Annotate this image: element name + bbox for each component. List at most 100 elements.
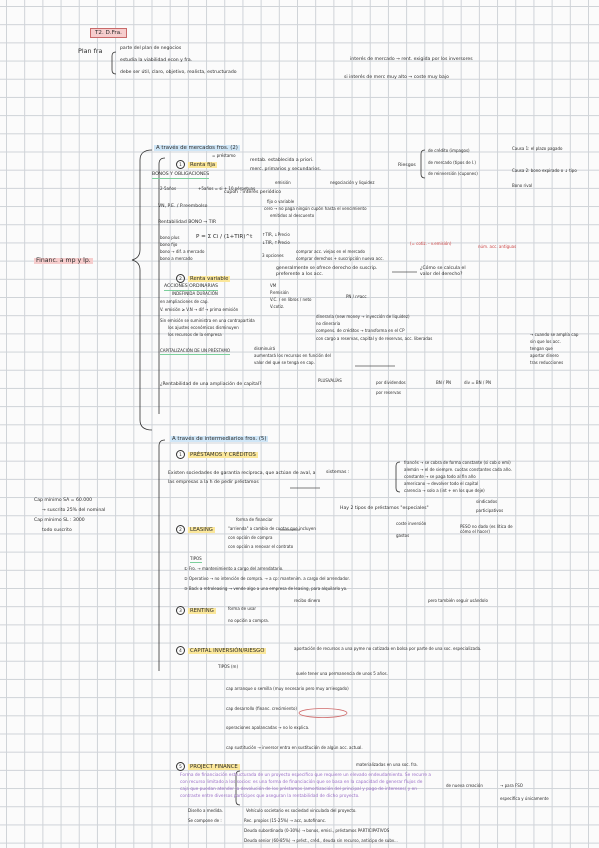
riesgo-note-3: Bono rival [512, 183, 533, 188]
sistema-constante: constante → se paga todo al fin año [404, 474, 476, 479]
sistema-aleman: alemán → el de siempre. cuotas constante… [404, 467, 512, 472]
liberadas-2: sin que los acc. [530, 339, 561, 344]
title-tag: T2. D.Fra. [90, 28, 127, 39]
acciones-ordinarias: ACCIONES ORDINARIAS [164, 284, 219, 292]
compone-1: Rec. propios (15-25%) → acc, autofinanc. [244, 818, 327, 823]
forma-usar: forma de usar [228, 606, 257, 611]
cap-suscrito-sl: todo suscrito [42, 528, 72, 533]
liberadas-1: → cuando se amplía cap [530, 332, 579, 337]
diseno-rest: Vehículo societario es sociedad vinculad… [246, 808, 357, 813]
formula-derecho: (= cotiz. - v.emisión) [410, 241, 452, 246]
bonus-1: bono plus [160, 235, 180, 240]
intermediaries-title: A través de intermediarios fros. (5) [170, 436, 269, 443]
bonos-plazo-1: 2-5años [160, 186, 177, 191]
cap-suscrito-sa: → suscrito 25% del nominal [42, 508, 106, 513]
project-finance-label: PROJECT FINANCE [188, 764, 240, 770]
tipos-especiales: Hay 2 tipos de préstamos "especiales" [340, 506, 429, 511]
liberadas-3: tengan que [530, 346, 553, 351]
recibo-dinero: recibo dinero [294, 598, 321, 603]
main-topic: Financ. a mp y lp. [34, 257, 93, 265]
right-note-1: interés de mercado → rent. exigida por l… [350, 57, 473, 62]
dineraria-1: dineraria (new money → inyección de liqu… [316, 314, 410, 319]
como-se-calcula: ¿Cómo se calcula el valor del derecho? [420, 266, 466, 278]
renta-fija-line-2: merc. primarios y secundarios. [250, 167, 322, 172]
markets-title: A través de mercados fros. (2) [154, 145, 240, 152]
especial-sindicados: sindicados [476, 499, 498, 504]
tir-formula: P = Σ Ci / (1+TIR)^t [196, 234, 253, 240]
por-reservas: por reservas [376, 390, 402, 395]
tipo-fro: ① Fro. → mantenimiento a cargo del arren… [184, 566, 284, 571]
coste-inversion: coste inversión [396, 521, 427, 526]
dineraria-3: compens. de créditos → transforma en el … [316, 328, 405, 333]
cotiz-vm: VM [270, 283, 277, 288]
vn-line: VN, P.E. / P.reembolso [158, 204, 208, 209]
leasing-item-3: con opción a renovar el contrato [228, 544, 294, 549]
plan-item-1: parte del plan de negocios [120, 46, 182, 51]
capital-riesgo-desc: aportación de recursos a una pyme no cot… [294, 646, 482, 651]
formula-right: núm. acc. antiguas [478, 244, 517, 249]
cap-minimo-sl: Cap mínimo SL : 3000 [34, 518, 85, 523]
bonus-2: bono fijo [160, 242, 178, 247]
sistema-carencia: carencia → solo a (int + en los que deje… [404, 488, 485, 493]
liberadas-5: tras reducciones [530, 360, 564, 365]
plan-item-2: estudia la viabilidad econ y fra. [120, 58, 193, 63]
bonos-heading: BONOS Y OBLIGACIONES [152, 172, 210, 180]
compone-2: Deuda subordinada (0-30%) → bonos, emisi… [244, 828, 390, 833]
capitalizacion: CAPITALIZACIÓN DE UN PRÉSTAMO [160, 348, 230, 356]
bonus-4: bono a mercado [160, 256, 193, 261]
cupon-fijo: fijo o variable [267, 199, 295, 204]
rentabilidad-ampliacion: ¿Rentabilidad de una ampliación de capit… [160, 382, 262, 387]
opcion-2: comprar derechos + suscripción nueva acc… [296, 256, 384, 261]
tir-down: ↓TIR, ↑Precio [262, 240, 290, 245]
sin-emision-sub-2: los recursos de la empresa [168, 332, 222, 337]
compone-3: Deuda senior (60-85%) → prést., créd., d… [244, 838, 398, 843]
diseno: Diseño a medida. [188, 808, 223, 813]
pf-definition: Forma de financiación estructurada de un… [180, 773, 432, 799]
dineraria-2: no dineraria [316, 321, 341, 326]
capitalizacion-sub-2: aumentará los recursos en función del [254, 353, 331, 358]
liberadas-4: aportar dinero [530, 353, 559, 358]
cr-sustitucion: cap sustitución → inversor entra en sust… [226, 745, 363, 750]
sin-emision-sub-1: los ajustes económicos disminuyen [168, 325, 239, 330]
plan-item-3: debe ser útil, claro, objetivo, realista… [120, 70, 237, 75]
renta-variable-label: Renta variable [188, 276, 231, 282]
cotiz-vc: V.C. / en libros / neto [270, 297, 312, 302]
cr-arranque: cap arranque o semilla (muy necesario pe… [226, 686, 349, 691]
sin-emision: Sin emisión se suministra en una contrap… [160, 318, 255, 323]
opcion-1: comprar acc. viejas en el mercado [296, 249, 366, 254]
div-pn: div = BN / PN [464, 380, 491, 385]
leasing-item-1: "arrienda" a cambio de cuotas que incluy… [228, 526, 316, 531]
dineraria-4: con cargo a reservas, capital y de reser… [316, 336, 433, 341]
sistema-americano: americano → devolver todo el capital [404, 481, 479, 486]
pn-nacc: PN / nºacc [346, 294, 367, 299]
permanencia: suele tener una permanencia de unos 5 añ… [296, 671, 388, 676]
no-opcion-compra: no opción a compra. [228, 618, 269, 623]
cr-apalancadas: operaciones apalancadas → no lo explica. [226, 725, 310, 730]
right-note-2: si interés de merc muy alto → coste muy … [344, 75, 449, 80]
cupon-cero: cero → no paga ningún cupón hasta el ven… [264, 206, 367, 211]
bn-pn: BN / PN [436, 380, 452, 385]
cotiz-pemision: P.emisión [270, 290, 289, 295]
emision-line-2: V. emisión ≥ V.N → dif → prima emisión [160, 307, 239, 312]
riesgo-credito: de crédito (impagos) [428, 148, 470, 153]
leasing-label: LEASING [188, 527, 215, 533]
renting-label: RENTING [188, 608, 216, 614]
para-fso: → para FSO [500, 783, 523, 788]
cotiz-vcotiz: V.cotiz. [270, 304, 285, 309]
renta-fija-line-1: rentab. establecida a priori. [250, 158, 314, 163]
por-dividendos: por dividendos [376, 380, 406, 385]
generalmente: generalmente se ofrece derecho de suscri… [276, 266, 378, 278]
riesgo-note-2: Causa 2: bono expirado o ↓ tipo [512, 168, 577, 173]
capitalizacion-sub-3: valor del que se tenga en cap. [254, 360, 315, 365]
leasing-item-2: con opción de compra [228, 535, 273, 540]
cupon-line: cupón : interés periódico [224, 190, 282, 195]
opciones-label: 3 opciones [262, 253, 284, 258]
